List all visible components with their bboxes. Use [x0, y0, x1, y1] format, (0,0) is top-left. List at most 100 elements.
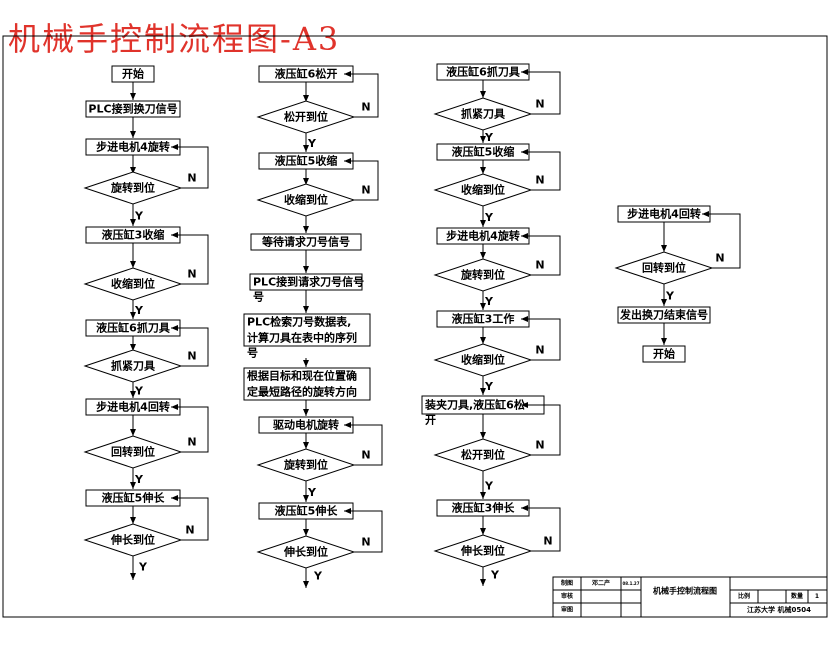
- no-label: N: [187, 350, 196, 363]
- arrow-head-icon: [521, 149, 528, 155]
- c3-cyl3-work-label: 液压缸3工作: [452, 312, 515, 326]
- loop-line: [171, 406, 209, 453]
- c2-plc-request-label: PLC接到请求刀号信号: [253, 275, 364, 289]
- c1-cyl5-extend-label: 液压缸5伸长: [102, 491, 166, 505]
- arrow-head-icon: [303, 360, 309, 367]
- arrow-head-icon: [344, 158, 351, 164]
- c3-cyl6-grab-label: 液压缸6抓刀具: [446, 65, 520, 79]
- no-label: N: [535, 98, 544, 111]
- title-block-qty-label: 数量: [791, 592, 803, 600]
- c2-retract-ok-label: 收缩到位: [284, 193, 328, 207]
- c3-cyl5-retract-label: 液压缸5收缩: [452, 145, 515, 159]
- no-label: N: [185, 524, 194, 537]
- c1-return-ok-label: 回转到位: [111, 445, 155, 459]
- c3-retract-ok2-label: 收缩到位: [461, 353, 505, 367]
- c3-motor-rotate-label: 步进电机4旋转: [446, 229, 520, 243]
- arrow-head-icon: [303, 145, 309, 152]
- arrow-head-icon: [130, 517, 136, 524]
- loop-line: [521, 151, 561, 191]
- arrow-head-icon: [303, 409, 309, 416]
- arrow-head-icon: [521, 69, 528, 75]
- arrow-head-icon: [303, 306, 309, 313]
- arrow-head-icon: [303, 226, 309, 233]
- c2-retrieve-label: PLC检索刀号数据表,: [247, 315, 351, 329]
- yes-label: Y: [134, 304, 144, 317]
- c2-retrieve-box: [243, 313, 371, 347]
- yes-label: Y: [307, 486, 317, 499]
- c4-start-label: 开始: [653, 347, 675, 361]
- c3-cyl3-extend-label: 液压缸3伸长: [452, 501, 516, 515]
- c1-motor-return-label: 步进电机4回转: [96, 400, 170, 414]
- c4-motor-return-label: 步进电机4回转: [627, 207, 701, 221]
- c2-cyl6-release-label: 液压缸6松开: [275, 67, 338, 81]
- yes-label: Y: [484, 295, 494, 308]
- title-block-drawing-name: 机械手控制流程图: [653, 586, 717, 596]
- yes-label: Y: [665, 290, 675, 303]
- arrow-head-icon: [480, 388, 486, 395]
- arrow-head-icon: [480, 579, 486, 586]
- c4-return-ok-label: 回转到位: [642, 261, 686, 275]
- c2-decide-label: 定最短路径的旋转方向: [247, 385, 357, 399]
- loop-line: [344, 160, 379, 201]
- c2-decide-box: [243, 367, 371, 401]
- arrow-head-icon: [521, 402, 528, 408]
- title-block-audit-label: 审图: [561, 606, 573, 614]
- arrow-head-icon: [303, 266, 309, 273]
- arrow-head-icon: [303, 442, 309, 449]
- c2-rotate-ok-label: 旋转到位: [283, 458, 328, 472]
- loop-line: [171, 497, 209, 541]
- title-block-qty-value: 1: [815, 593, 819, 600]
- arrow-head-icon: [344, 71, 351, 77]
- loop-line: [521, 318, 561, 361]
- c3-clamp-label: 开: [425, 414, 436, 427]
- loop-line: [171, 234, 209, 285]
- title-block-school: 江苏大学 机械0504: [747, 605, 811, 614]
- arrow-head-icon: [171, 144, 178, 150]
- c3-grab-ok-label: 抓紧刀具: [461, 107, 505, 121]
- arrow-head-icon: [480, 167, 486, 174]
- arrow-head-icon: [480, 337, 486, 344]
- arrow-head-icon: [480, 432, 486, 439]
- loop-line: [171, 146, 209, 189]
- no-label: N: [187, 436, 196, 449]
- arrow-head-icon: [480, 220, 486, 227]
- arrow-head-icon: [130, 167, 136, 174]
- yes-label: Y: [484, 480, 494, 493]
- arrow-head-icon: [130, 312, 136, 319]
- arrow-head-icon: [130, 391, 136, 398]
- c3-rotate-ok-label: 旋转到位: [460, 268, 505, 282]
- c2-decide-label: 根据目标和现在位置确: [247, 369, 357, 383]
- c3-release-ok-label: 松开到位: [461, 448, 505, 462]
- arrow-head-icon: [480, 136, 486, 143]
- c1-retract-ok-label: 收缩到位: [111, 277, 155, 291]
- c2-extend-ok-label: 伸长到位: [283, 545, 328, 559]
- c2-retrieve-label: 号: [247, 347, 258, 360]
- no-label: N: [361, 101, 370, 114]
- c4-start-box: [642, 345, 686, 363]
- c2-cyl5-extend-label: 液压缸5伸长: [275, 504, 339, 518]
- arrow-head-icon: [303, 581, 309, 588]
- arrow-head-icon: [171, 404, 178, 410]
- no-label: N: [361, 184, 370, 197]
- arrow-head-icon: [130, 93, 136, 100]
- arrow-head-icon: [480, 91, 486, 98]
- arrow-head-icon: [521, 316, 528, 322]
- title-block-drawn-label: 制图: [561, 579, 573, 587]
- loop-line: [344, 424, 383, 466]
- arrow-head-icon: [661, 245, 667, 252]
- title-block-author: 邓二产: [592, 579, 610, 587]
- c3-extend-ok-label: 伸长到位: [460, 544, 505, 558]
- arrow-head-icon: [303, 529, 309, 536]
- c1-plc-receive-label: PLC接到换刀信号: [88, 102, 177, 116]
- no-label: N: [543, 535, 552, 548]
- arrow-head-icon: [661, 299, 667, 306]
- c2-plc-request-wrap: 号: [253, 291, 264, 304]
- loop-line: [171, 327, 209, 367]
- c2-release-ok-label: 松开到位: [284, 110, 328, 124]
- no-label: N: [535, 344, 544, 357]
- yes-label: Y: [138, 561, 148, 574]
- no-label: N: [361, 449, 370, 462]
- arrow-head-icon: [303, 495, 309, 502]
- c2-wait-signal-label: 等待请求刀号信号: [261, 235, 350, 249]
- arrow-head-icon: [130, 219, 136, 226]
